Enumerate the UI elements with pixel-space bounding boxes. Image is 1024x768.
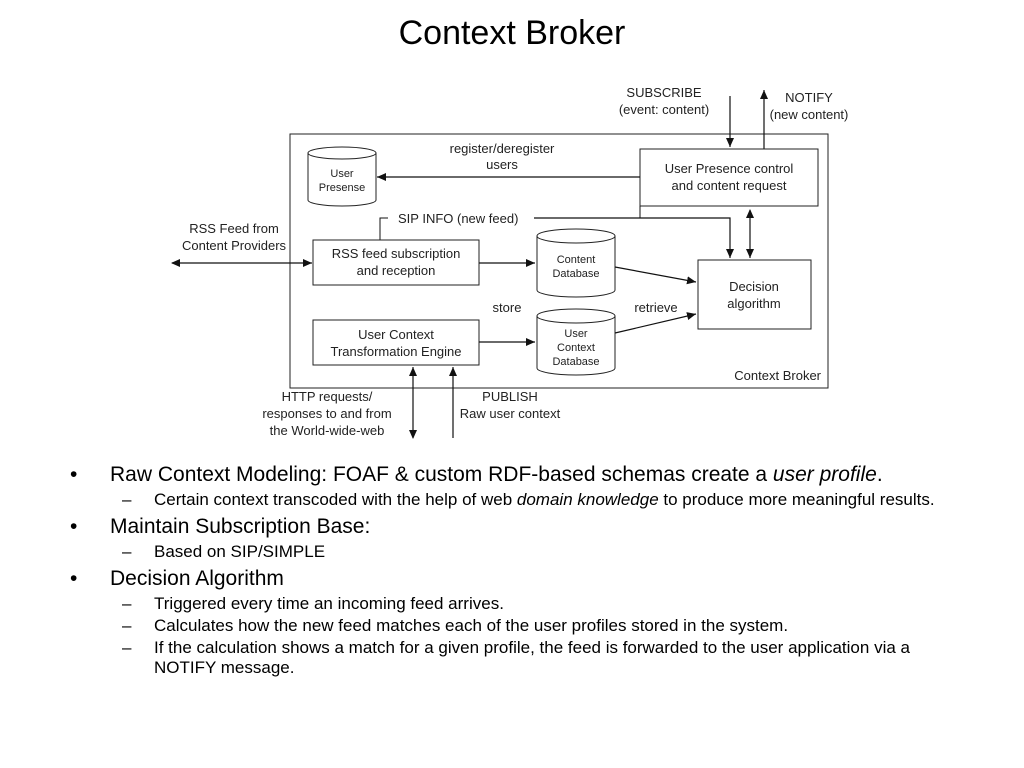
notify-label: NOTIFY [785,90,833,105]
content-db-to-decision-arrow [614,266,697,285]
uc-db [536,308,616,376]
http-label: HTTP requests/ [282,389,373,404]
bullet-subscription-base: • Maintain Subscription Base: [70,514,970,540]
sub-bullet-calculates: – Calculates how the new feed matches ea… [70,616,970,636]
rss-subscription-label-sub: and reception [357,263,436,278]
user-presense-label-sub: Presense [319,182,365,194]
content-db-label-sub: Database [552,268,599,280]
rss-feed-label-sub: Content Providers [182,238,287,253]
sip-info-line [379,217,388,240]
sub-bullet-marker: – [122,616,132,635]
rss-subscription-box [312,239,480,286]
user-presense-label: User [330,168,354,180]
presence-control-box [639,148,819,207]
bullet-text: Raw Context Modeling: FOAF & custom RDF-… [110,463,773,486]
sub-bullet-text: Triggered every time an incoming feed ar… [154,594,504,613]
retrieve-label: retrieve [634,300,677,315]
uc-db-label-sub2: Database [552,356,599,368]
uc-db-to-decision-arrow [614,312,697,334]
bullet-decision-algorithm: • Decision Algorithm [70,566,970,592]
sip-info-label: SIP INFO (new feed) [398,211,518,226]
bullet-marker: • [70,515,78,538]
publish-label: PUBLISH [482,389,538,404]
sub-bullet-domain-knowledge: – Certain context transcoded with the he… [70,490,970,510]
decision-label-sub: algorithm [727,296,780,311]
subscribe-label: SUBSCRIBE [626,85,701,100]
register-label: register/deregister [450,141,555,156]
slide-title: Context Broker [398,14,626,52]
bullet-text-end: . [876,463,883,486]
uc-engine-label: User Context [358,327,434,342]
sub-bullet-text: Based on SIP/SIMPLE [154,542,326,561]
decision-label: Decision [729,279,779,294]
http-label-sub: responses to and from [262,406,391,421]
sub-bullet-text-end: to produce more meaningful results. [658,490,935,509]
register-label-sub: users [486,157,518,172]
sub-bullet-marker: – [122,542,132,561]
bullet-marker: • [70,463,78,486]
user-presense-db [307,146,377,207]
publish-label-sub: Raw user context [460,406,561,421]
bullet-emphasis: user profile [772,463,877,486]
sub-bullet-triggered: – Triggered every time an incoming feed … [70,594,970,614]
sub-bullet-emphasis: domain knowledge [516,490,659,509]
bullet-list: • Raw Context Modeling: FOAF & custom RD… [70,458,970,680]
subscribe-label-sub: (event: content) [619,102,709,117]
notify-label-sub: (new content) [770,107,849,122]
uc-db-label-sub: Context [557,342,595,354]
broker-frame-label: Context Broker [734,368,821,383]
content-db [536,228,616,298]
bullet-marker: • [70,567,78,590]
sub-bullet-marker: – [122,490,132,509]
decision-box [697,259,812,330]
bullet-raw-context: • Raw Context Modeling: FOAF & custom RD… [70,462,970,488]
uc-engine-box [312,319,480,366]
sip-info-arrow [534,217,734,258]
sub-bullet-marker: – [122,638,132,657]
rss-feed-label: RSS Feed from [189,221,279,236]
sub-bullet-match: – If the calculation shows a match for a… [70,638,970,678]
sub-bullet-text: Certain context transcoded with the help… [154,490,517,509]
sub-bullet-text: Calculates how the new feed matches each… [154,616,789,635]
content-db-label: Content [557,254,596,266]
http-label-sub2: the World-wide-web [270,423,385,438]
presence-control-label: User Presence control [665,161,794,176]
uc-engine-label-sub: Transformation Engine [330,344,461,359]
bullet-text: Decision Algorithm [110,567,284,590]
rss-subscription-label: RSS feed subscription [332,246,461,261]
context-broker-diagram: SUBSCRIBE (event: content) NOTIFY (new c… [171,85,849,439]
sub-bullet-marker: – [122,594,132,613]
uc-db-label: User [564,328,588,340]
store-label: store [493,300,522,315]
sub-bullet-sip-simple: – Based on SIP/SIMPLE [70,542,970,562]
sub-bullet-text: If the calculation shows a match for a g… [154,638,910,677]
presence-control-label-sub: and content request [672,178,787,193]
bullet-text: Maintain Subscription Base: [110,515,371,538]
